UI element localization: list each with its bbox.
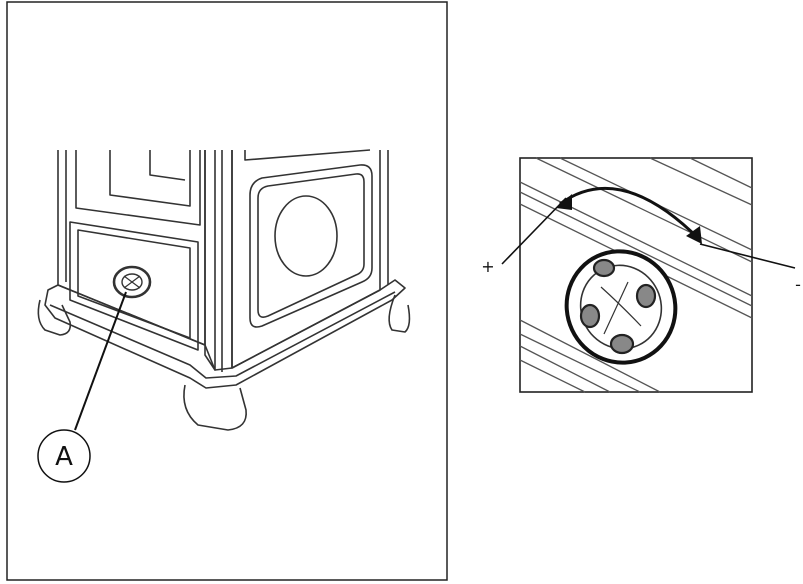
knob-detail-view [519, 157, 753, 393]
knob-a [112, 265, 152, 299]
stove-illustration [37, 149, 411, 431]
rotation-arrow [559, 186, 702, 242]
callout-a-leader [74, 291, 127, 431]
plus-label: + [481, 257, 494, 276]
plus-leader [501, 197, 567, 265]
callout-a-circle [37, 429, 91, 483]
left-panel-frame [6, 1, 448, 581]
callout-a-label: A [55, 442, 73, 472]
minus-label: - [795, 275, 801, 294]
minus-leader [699, 243, 796, 269]
